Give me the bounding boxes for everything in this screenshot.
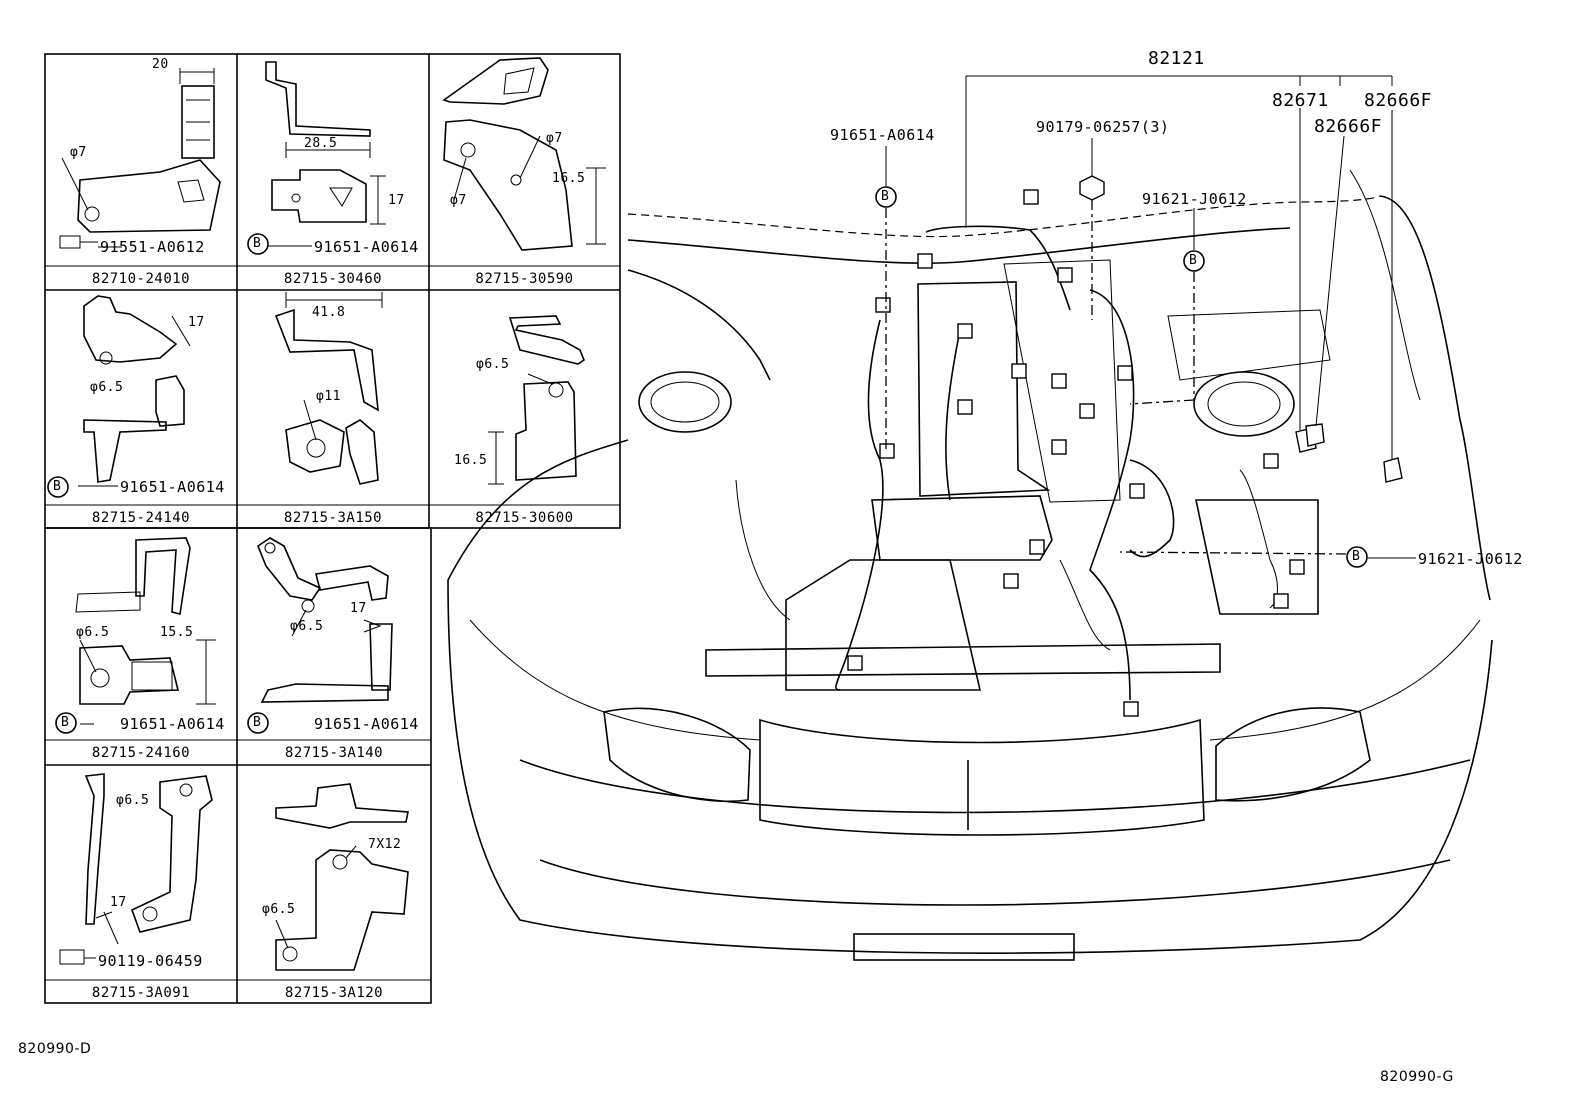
- part-number-caption: 82715-3A150: [283, 510, 383, 526]
- dim-label: 28.5: [304, 136, 338, 151]
- label-82671: 82671: [1272, 90, 1329, 111]
- label-bolt-91621-top: 91621-J0612: [1142, 190, 1247, 208]
- label-82121: 82121: [1148, 48, 1205, 69]
- bracket-82715-3A150: [274, 292, 383, 485]
- bracket-82715-3A091: [59, 773, 213, 965]
- bracket-82715-30590: [442, 57, 606, 251]
- dim-label: 15.5: [160, 625, 194, 640]
- dim-label: φ7: [546, 131, 563, 146]
- bracket-82715-30460: [265, 61, 386, 247]
- callout-b: B: [253, 236, 262, 251]
- callout-b-main-left: B: [881, 189, 890, 204]
- figure-code-left: 820990-D: [18, 1041, 92, 1057]
- dim-label: φ7: [70, 145, 87, 160]
- dim-label: 7X12: [368, 837, 402, 852]
- bracket-82715-3A120: [275, 783, 409, 971]
- bracket-82715-3A140: [257, 537, 393, 703]
- callout-b: B: [253, 715, 262, 730]
- fastener-label: 91651-A0614: [120, 478, 225, 496]
- dim-label: 17: [350, 601, 367, 616]
- dim-label: 41.8: [312, 305, 346, 320]
- dim-label: φ6.5: [90, 380, 124, 395]
- fastener-label: 91551-A0612: [100, 238, 205, 256]
- figure-code-right: 820990-G: [1380, 1069, 1454, 1085]
- callout-b: B: [53, 479, 62, 494]
- detail-grid: [44, 53, 621, 1004]
- dim-label: 16.5: [552, 171, 586, 186]
- fastener-label: 91651-A0614: [314, 715, 419, 733]
- dim-label: φ11: [316, 389, 341, 404]
- callout-b: B: [61, 715, 70, 730]
- fastener-label: 91651-A0614: [314, 238, 419, 256]
- part-number-caption: 82715-30590: [475, 271, 574, 287]
- label-82666f-top: 82666F: [1364, 90, 1433, 111]
- part-number-caption: 82715-30600: [475, 510, 574, 526]
- label-bolt-91621-mid: 91621-J0612: [1418, 550, 1523, 568]
- dim-label: φ7: [450, 193, 467, 208]
- part-number-caption: 82715-24160: [91, 745, 191, 761]
- dim-label: 17: [110, 895, 127, 910]
- bracket-82715-24140: [78, 295, 191, 487]
- callout-circles: [47, 186, 1368, 734]
- label-bolt-91651: 91651-A0614: [830, 126, 935, 144]
- dim-label: φ6.5: [116, 793, 150, 808]
- fastener-label: 91651-A0614: [120, 715, 225, 733]
- dim-label: 17: [188, 315, 205, 330]
- label-nut-90179: 90179-06257(3): [1036, 118, 1170, 136]
- dim-label: φ6.5: [262, 902, 296, 917]
- dim-label: 16.5: [454, 453, 488, 468]
- dim-label: φ6.5: [76, 625, 110, 640]
- part-number-caption: 82715-30460: [283, 271, 383, 287]
- part-number-caption: 82715-3A140: [284, 745, 384, 761]
- dim-label: 20: [152, 57, 169, 72]
- callout-b-main-right-mid: B: [1352, 549, 1361, 564]
- bracket-82710-24010: [59, 68, 221, 249]
- callout-b-main-right-top: B: [1189, 253, 1198, 268]
- part-number-caption: 82715-24140: [91, 510, 191, 526]
- part-number-caption: 82715-3A120: [284, 985, 384, 1001]
- label-82666f-mid: 82666F: [1314, 116, 1383, 137]
- dim-label: φ6.5: [476, 357, 510, 372]
- dim-label: 17: [388, 193, 405, 208]
- part-number-caption: 82715-3A091: [91, 985, 191, 1001]
- bracket-82715-30600: [488, 315, 585, 485]
- part-number-caption: 82710-24010: [91, 271, 191, 287]
- dim-label: φ6.5: [290, 619, 324, 634]
- leader-lines: [885, 75, 1416, 559]
- engine-bay-drawing: [447, 169, 1493, 961]
- fastener-label: 90119-06459: [98, 952, 203, 970]
- bracket-82715-24160: [75, 537, 216, 725]
